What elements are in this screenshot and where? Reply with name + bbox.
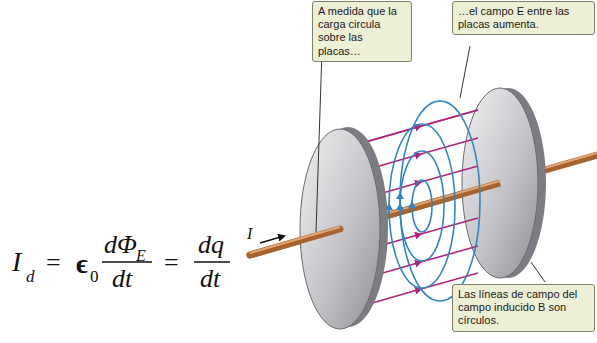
- equation-symbol: dt: [200, 266, 220, 292]
- wire-highlight: [250, 227, 340, 253]
- subscript: d: [26, 268, 35, 285]
- subscript: 0: [90, 268, 99, 285]
- wire: [250, 229, 340, 255]
- equation-symbol: ϵ: [76, 250, 88, 278]
- magnetic-field-circles: [389, 101, 480, 301]
- equation-symbol: dq: [198, 232, 224, 258]
- current-arrow: [260, 236, 284, 243]
- equation-symbol: dΦ: [104, 232, 137, 258]
- callout-text: …el campo E entre las placas aumenta.: [458, 5, 589, 31]
- subscript: E: [136, 248, 146, 264]
- equation-symbol: dt: [112, 266, 132, 292]
- callout-text: Las líneas de campo del campo inducido B…: [458, 288, 589, 328]
- callout-box: …el campo E entre las placas aumenta.: [452, 1, 595, 35]
- callout-text: A medida que la carga circula sobre las …: [318, 5, 406, 58]
- current-label: I: [247, 226, 252, 242]
- equation-symbol: I: [12, 248, 21, 276]
- equation-symbol: =: [46, 250, 61, 276]
- callout-box: Las líneas de campo del campo inducido B…: [452, 284, 595, 332]
- leader-lines: [316, 46, 545, 282]
- callout-box: A medida que la carga circula sobre las …: [312, 1, 412, 62]
- equation-symbol: =: [164, 250, 179, 276]
